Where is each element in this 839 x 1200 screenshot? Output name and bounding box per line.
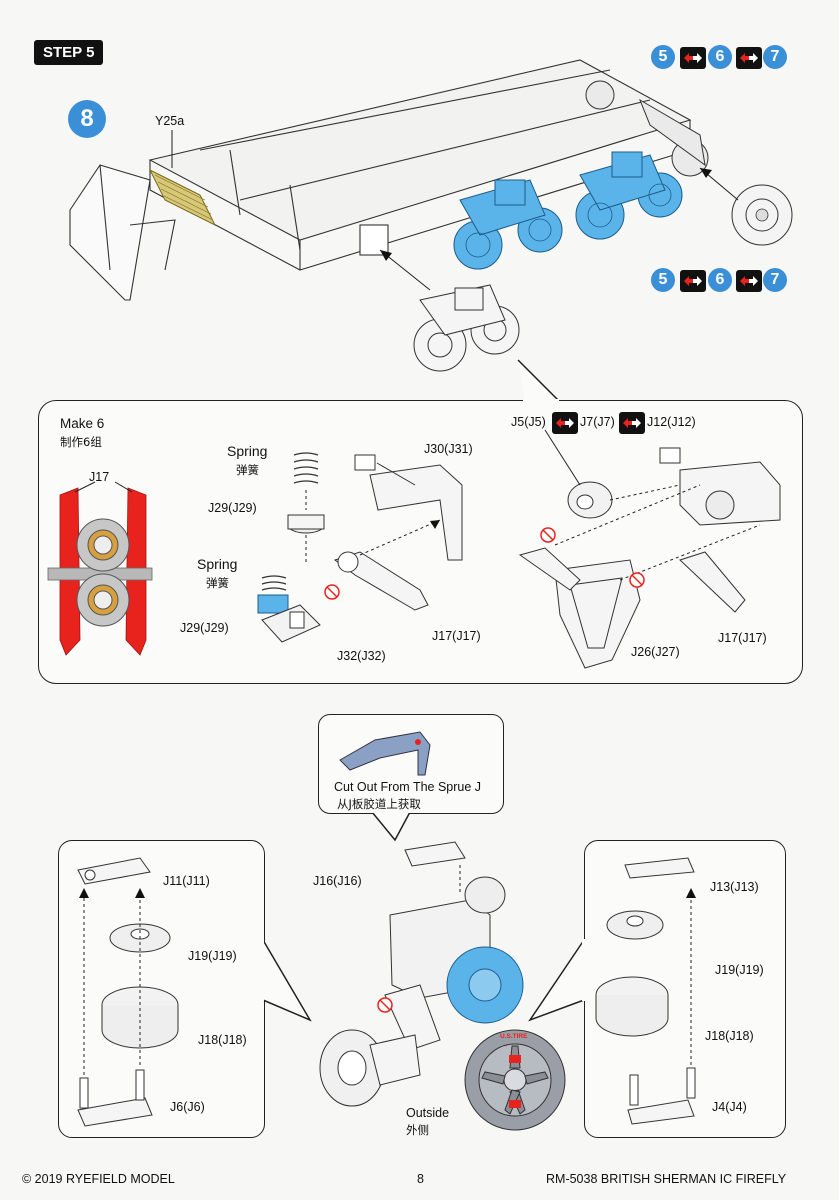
bogie-detail-panel — [38, 400, 803, 684]
step-ref-7: 7 — [763, 45, 787, 69]
label-j26: J26(J27) — [631, 645, 680, 659]
label-j16: J16(J16) — [313, 874, 362, 888]
step-ref-6: 6 — [708, 268, 732, 292]
swap-arrow-icon — [619, 412, 645, 434]
label-spring-lower-cn: 弹簧 — [206, 576, 229, 590]
label-j29-lower: J29(J29) — [180, 621, 229, 635]
label-j32: J32(J32) — [337, 649, 386, 663]
label-j6: J6(J6) — [170, 1100, 205, 1114]
step-badge: STEP 5 — [34, 40, 104, 65]
label-j29-upper: J29(J29) — [208, 501, 257, 515]
tire-marking: U.S.TIRE — [500, 1033, 528, 1040]
label-j18-right: J18(J18) — [705, 1029, 754, 1043]
label-spring-upper-cn: 弹簧 — [236, 463, 259, 477]
label-outside-cn: 外侧 — [406, 1123, 429, 1137]
make-count-label-cn: 制作6组 — [60, 435, 102, 449]
footer-product: RM-5038 BRITISH SHERMAN IC FIREFLY — [546, 1172, 787, 1186]
label-j11: J11(J11) — [163, 874, 210, 888]
label-j30: J30(J31) — [424, 442, 473, 456]
label-j19-right: J19(J19) — [715, 963, 764, 977]
swap-arrow-icon — [552, 412, 578, 434]
step-ref-7: 7 — [763, 268, 787, 292]
label-j7: J7(J7) — [580, 415, 615, 429]
mesh-part-y25a — [148, 168, 217, 227]
label-j4: J4(J4) — [712, 1100, 747, 1114]
part-callout-circle: 8 — [68, 100, 106, 138]
sequence-top: 5 6 7 — [651, 45, 791, 71]
label-outside: Outside — [406, 1106, 450, 1120]
bogie-highlight-2 — [575, 151, 683, 240]
road-wheel-left-panel — [58, 840, 265, 1138]
make-count-label: Make 6 — [60, 416, 105, 431]
swap-arrow-icon — [680, 270, 706, 292]
label-j12: J12(J12) — [647, 415, 696, 429]
swap-arrow-icon — [736, 270, 762, 292]
bogie-highlight-1 — [453, 179, 563, 270]
swap-arrow-icon — [680, 47, 706, 69]
label-j19-left: J19(J19) — [188, 949, 237, 963]
drive-sprocket — [731, 184, 793, 246]
label-j17-right: J17(J17) — [718, 631, 767, 645]
sequence-mid: 5 6 7 — [651, 268, 791, 294]
label-j18-left: J18(J18) — [198, 1033, 247, 1047]
bogie-assembly-drawing — [413, 284, 520, 372]
cutout-note-cn: 从J板胶道上获取 — [337, 797, 421, 811]
label-y25a: Y25a — [155, 114, 185, 128]
label-spring-lower: Spring — [197, 556, 238, 572]
cutout-note: Cut Out From The Sprue J — [334, 780, 482, 794]
label-spring-upper: Spring — [227, 443, 268, 459]
label-j13: J13(J13) — [710, 880, 759, 894]
label-j17-mid: J17(J17) — [432, 629, 481, 643]
footer-page-number: 8 — [417, 1172, 424, 1186]
swap-arrow-icon — [736, 47, 762, 69]
label-j5: J5(J5) — [511, 415, 546, 429]
label-j17-red: J17 — [89, 470, 110, 484]
step-ref-5: 5 — [651, 268, 675, 292]
hull-drawing — [69, 59, 793, 403]
step-ref-6: 6 — [708, 45, 732, 69]
footer-copyright: © 2019 RYEFIELD MODEL — [22, 1172, 175, 1186]
step-ref-5: 5 — [651, 45, 675, 69]
